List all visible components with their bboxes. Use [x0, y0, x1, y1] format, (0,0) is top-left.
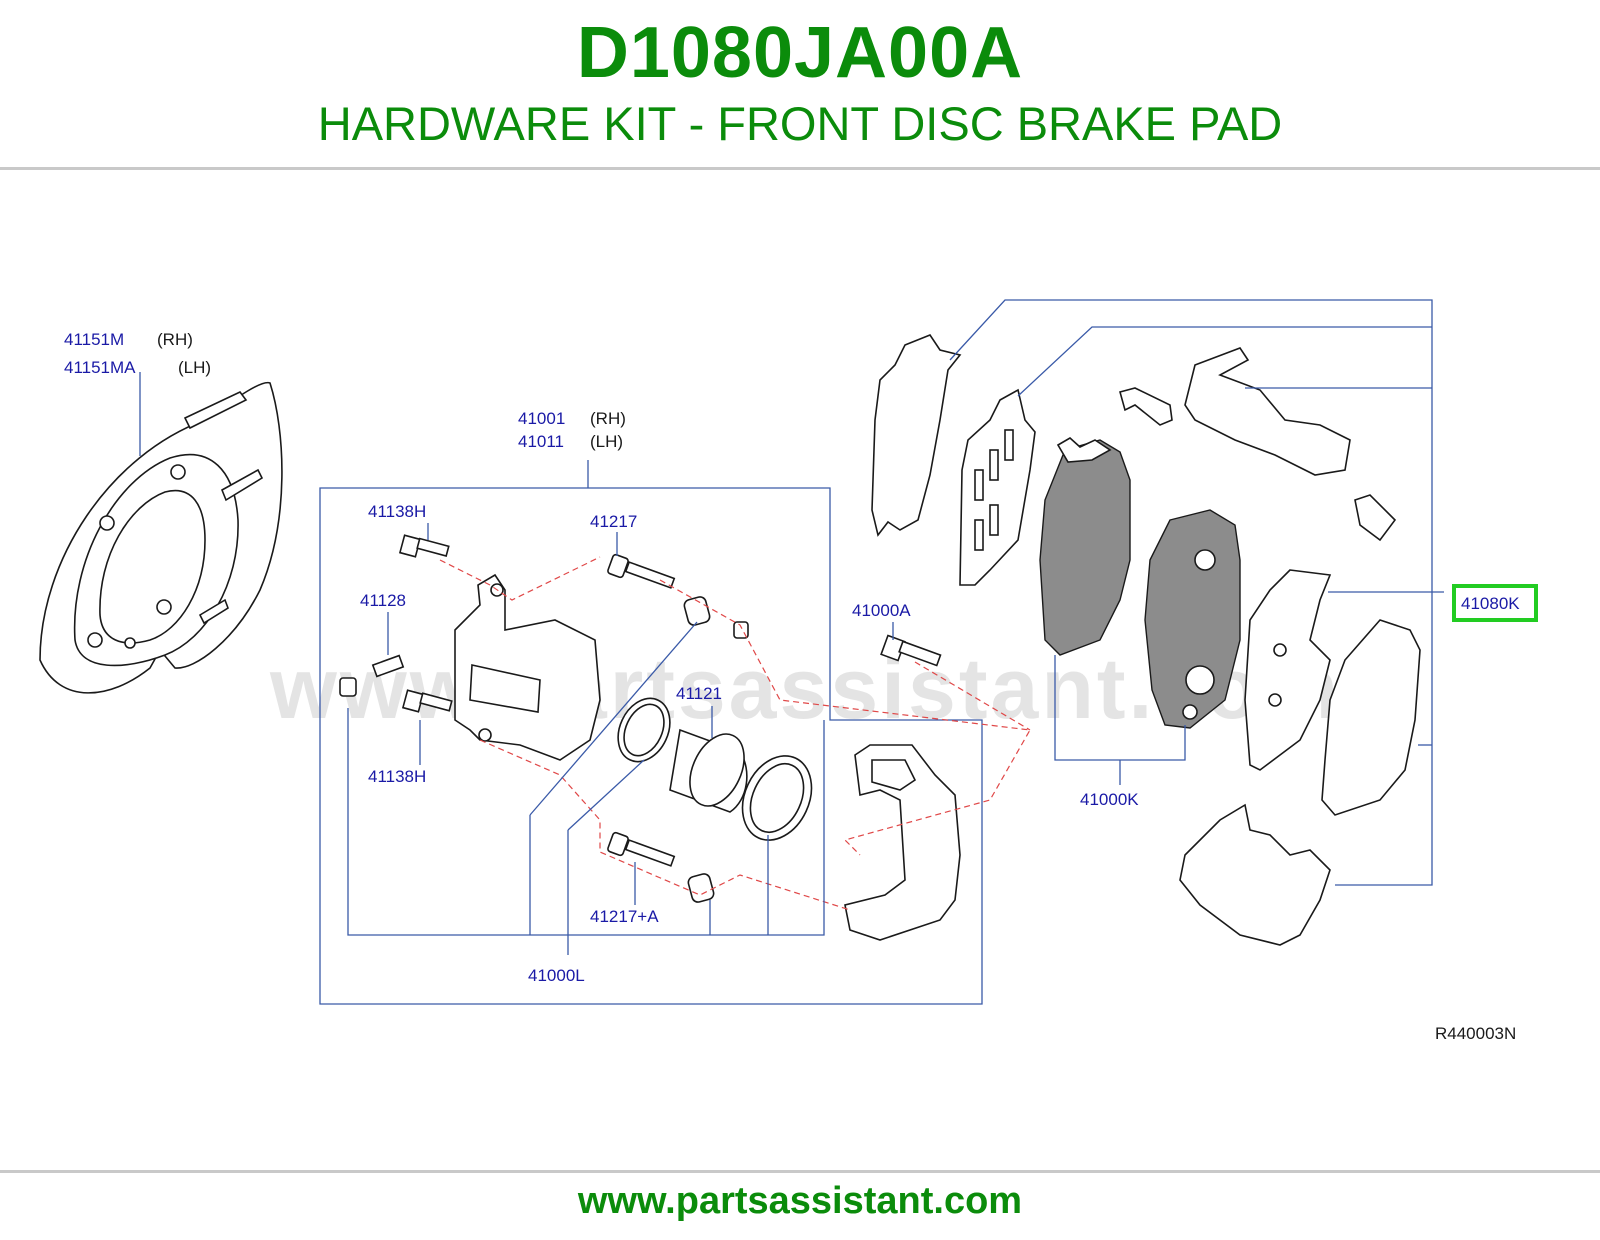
footer-url[interactable]: www.partsassistant.com [577, 1180, 1023, 1222]
part-description: HARDWARE KIT - FRONT DISC BRAKE PAD [317, 97, 1283, 150]
brake-pad-outer [1039, 437, 1131, 656]
caliper-body [454, 573, 601, 761]
label-41001: 41001 [518, 409, 565, 428]
label-shield-rh: (RH) [157, 330, 193, 349]
label-41000K: 41000K [1080, 790, 1139, 809]
caliper-bracket [844, 744, 961, 941]
guide-bolt-bottom [401, 689, 453, 713]
pad-shim-outer [871, 334, 962, 537]
leader-d [567, 759, 645, 831]
bleeder-screw [339, 654, 405, 697]
assembly-line-3 [479, 739, 851, 911]
label-41151MA: 41151MA [64, 358, 136, 377]
top-divider [0, 167, 1600, 170]
mounting-bolt [880, 634, 942, 667]
pad-shim-inner-2 [1244, 569, 1332, 771]
label-41080K[interactable]: 41080K [1461, 594, 1520, 613]
label-41217: 41217 [590, 512, 637, 531]
label-41151M: 41151M [64, 330, 124, 349]
hardware-leader-1 [1017, 326, 1432, 397]
label-41000A: 41000A [852, 601, 911, 620]
highlight-box [1452, 584, 1538, 622]
label-caliper-lh: (LH) [590, 432, 623, 451]
abutment-clip-bottom [1179, 803, 1331, 946]
assembly-line-1 [439, 556, 601, 601]
dust-shield-illustration [39, 381, 283, 694]
label-41138H-bottom: 41138H [368, 767, 426, 786]
pin-boot-bottom [687, 873, 715, 903]
assembly-line-2 [659, 579, 1031, 856]
label-41217A: 41217+A [590, 907, 659, 926]
assembly-line-4 [914, 661, 1031, 731]
label-caliper-rh: (RH) [590, 409, 626, 428]
label-shield-lh: (LH) [178, 358, 211, 377]
diagram-code: R440003N [1435, 1024, 1516, 1043]
bracket-leader-left [347, 708, 825, 936]
hardware-outer-bracket [949, 299, 1433, 886]
bottom-divider [0, 1170, 1600, 1173]
label-41121: 41121 [676, 684, 722, 703]
label-41128: 41128 [360, 591, 406, 610]
part-number-title: D1080JA00A [576, 13, 1024, 93]
pad-clip-small [1354, 494, 1397, 542]
label-41138H-top: 41138H [368, 502, 426, 521]
guide-bolt-top [398, 534, 450, 558]
pad-shim-inner-3 [1321, 619, 1421, 816]
caliper-assembly-frame [319, 487, 983, 1005]
brake-pad-inner [1144, 509, 1241, 729]
label-41000L: 41000L [528, 966, 585, 985]
piston-seal-kit [617, 697, 813, 841]
pad-shim-inner [959, 388, 1036, 586]
guide-pin-bottom [607, 831, 676, 867]
leader-b [529, 621, 698, 816]
abutment-clip-top [1184, 347, 1351, 476]
pad-clip-top [1119, 387, 1173, 426]
label-41011: 41011 [518, 432, 564, 451]
pin-boot-top [683, 596, 749, 639]
